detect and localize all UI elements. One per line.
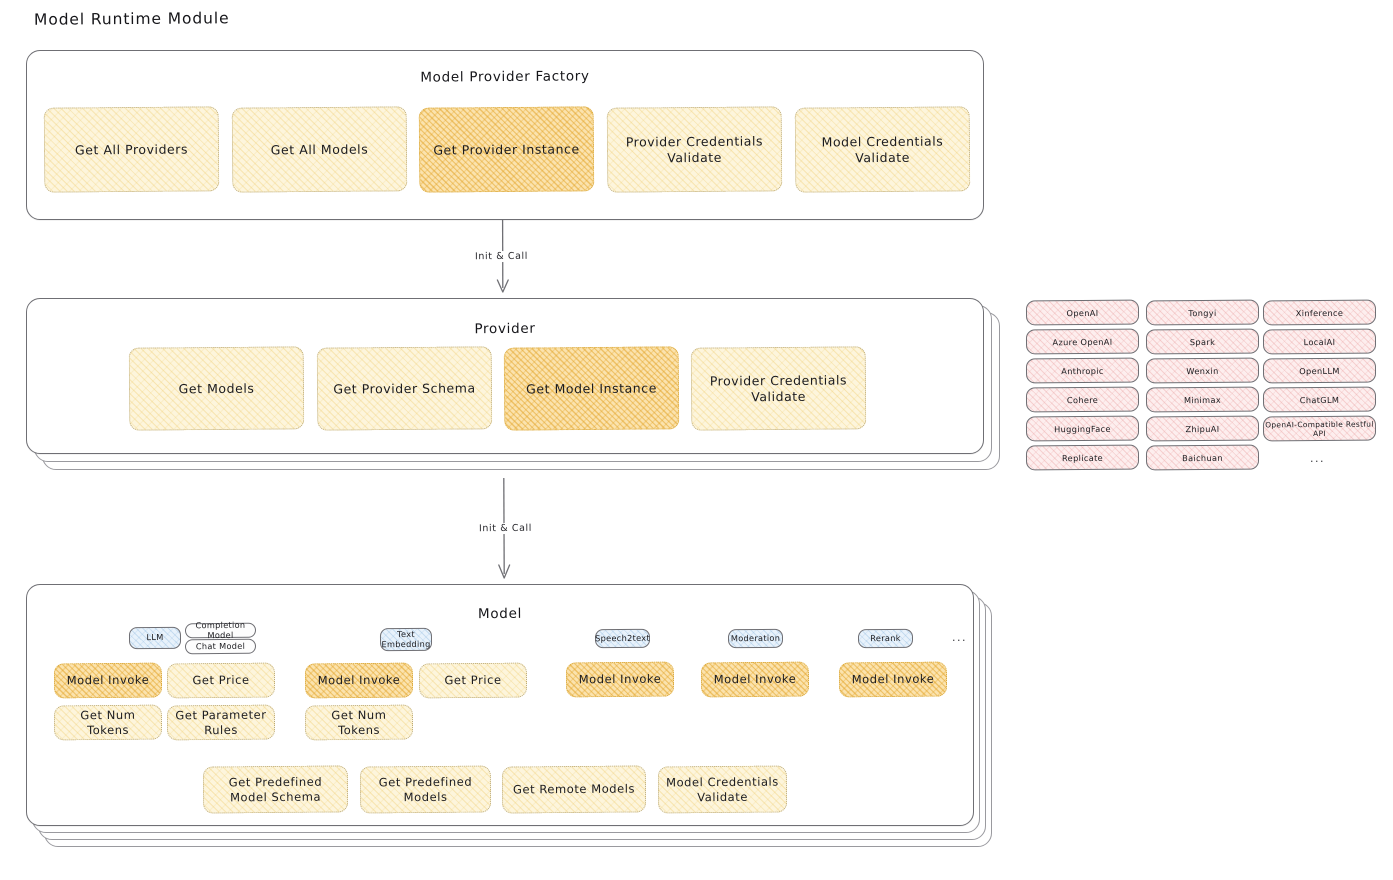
provider-list-ellipsis: ... (1309, 451, 1326, 466)
provider-title: Provider (474, 320, 536, 338)
provider-pill-huggingface[interactable]: HuggingFace (1025, 415, 1140, 442)
model-panel: Model (26, 584, 974, 826)
model-type-badge-speech2text[interactable]: Speech2text (594, 628, 651, 649)
provider-pill-wenxin[interactable]: Wenxin (1145, 357, 1260, 384)
model-common-method-model-credentials-validate[interactable]: Model Credentials Validate (657, 765, 788, 814)
model-method-text-embedding-get-num-tokens[interactable]: Get Num Tokens (304, 704, 414, 741)
provider-pill-tongyi[interactable]: Tongyi (1145, 299, 1260, 326)
provider-pill-azure-openai[interactable]: Azure OpenAI (1025, 328, 1140, 355)
model-title: Model (477, 605, 523, 623)
model-method-speech2text-model-invoke[interactable]: Model Invoke (565, 661, 675, 698)
model-subtype-badge-completion-model[interactable]: Completion Model (184, 620, 257, 640)
provider-pill-cohere[interactable]: Cohere (1025, 386, 1140, 413)
model-provider-factory-title: Model Provider Factory (420, 68, 590, 86)
provider-pill-openllm[interactable]: OpenLLM (1262, 357, 1377, 384)
model-method-text-embedding-model-invoke[interactable]: Model Invoke (304, 662, 414, 699)
factory-node-model-credentials-validate[interactable]: Model Credentials Validate (794, 106, 971, 193)
provider-node-provider-credentials-validate[interactable]: Provider Credentials Validate (690, 346, 867, 431)
arrow-provider-to-model-label: Init & Call (475, 522, 536, 535)
model-types-ellipsis: ... (951, 630, 968, 645)
provider-pill-zhipuai[interactable]: ZhipuAI (1145, 415, 1260, 442)
model-type-badge-moderation[interactable]: Moderation (727, 628, 784, 649)
factory-node-get-all-providers[interactable]: Get All Providers (43, 106, 220, 193)
provider-pill-xinference[interactable]: Xinference (1262, 299, 1377, 326)
provider-pill-anthropic[interactable]: Anthropic (1025, 357, 1140, 384)
model-type-badge-llm[interactable]: LLM (128, 626, 182, 650)
provider-pill-spark[interactable]: Spark (1145, 328, 1260, 355)
provider-node-get-provider-schema[interactable]: Get Provider Schema (316, 346, 493, 431)
provider-pill-openai-compatible-restful-api[interactable]: OpenAI-Compatible Restful API (1262, 415, 1377, 442)
provider-pill-replicate[interactable]: Replicate (1025, 444, 1140, 471)
model-method-moderation-model-invoke[interactable]: Model Invoke (700, 661, 810, 698)
model-subtype-badge-chat-model[interactable]: Chat Model (184, 638, 257, 655)
factory-node-get-provider-instance[interactable]: Get Provider Instance (418, 106, 595, 193)
model-common-method-get-predefined-model-schema[interactable]: Get Predefined Model Schema (202, 765, 349, 814)
model-type-badge-rerank[interactable]: Rerank (857, 628, 914, 649)
model-method-text-embedding-get-price[interactable]: Get Price (418, 662, 528, 699)
model-method-llm-get-parameter-rules[interactable]: Get Parameter Rules (166, 704, 276, 741)
model-common-method-get-remote-models[interactable]: Get Remote Models (501, 765, 647, 814)
factory-node-provider-credentials-validate[interactable]: Provider Credentials Validate (606, 106, 783, 193)
model-method-llm-get-num-tokens[interactable]: Get Num Tokens (53, 704, 163, 741)
model-method-rerank-model-invoke[interactable]: Model Invoke (838, 661, 948, 698)
model-common-method-get-predefined-models[interactable]: Get Predefined Models (359, 765, 492, 814)
provider-node-get-model-instance[interactable]: Get Model Instance (503, 346, 680, 431)
page-title: Model Runtime Module (33, 9, 230, 29)
provider-pill-minimax[interactable]: Minimax (1145, 386, 1260, 413)
model-type-badge-text-embedding[interactable]: Text Embedding (379, 627, 433, 652)
provider-pill-localai[interactable]: LocalAI (1262, 328, 1377, 355)
provider-pill-chatglm[interactable]: ChatGLM (1262, 386, 1377, 413)
arrow-factory-to-provider-label: Init & Call (471, 250, 532, 263)
model-method-llm-model-invoke[interactable]: Model Invoke (53, 662, 163, 699)
provider-pill-baichuan[interactable]: Baichuan (1145, 444, 1260, 471)
model-method-llm-get-price[interactable]: Get Price (166, 662, 276, 699)
factory-node-get-all-models[interactable]: Get All Models (231, 106, 408, 193)
provider-node-get-models[interactable]: Get Models (128, 346, 305, 431)
provider-pill-openai[interactable]: OpenAI (1025, 299, 1140, 326)
